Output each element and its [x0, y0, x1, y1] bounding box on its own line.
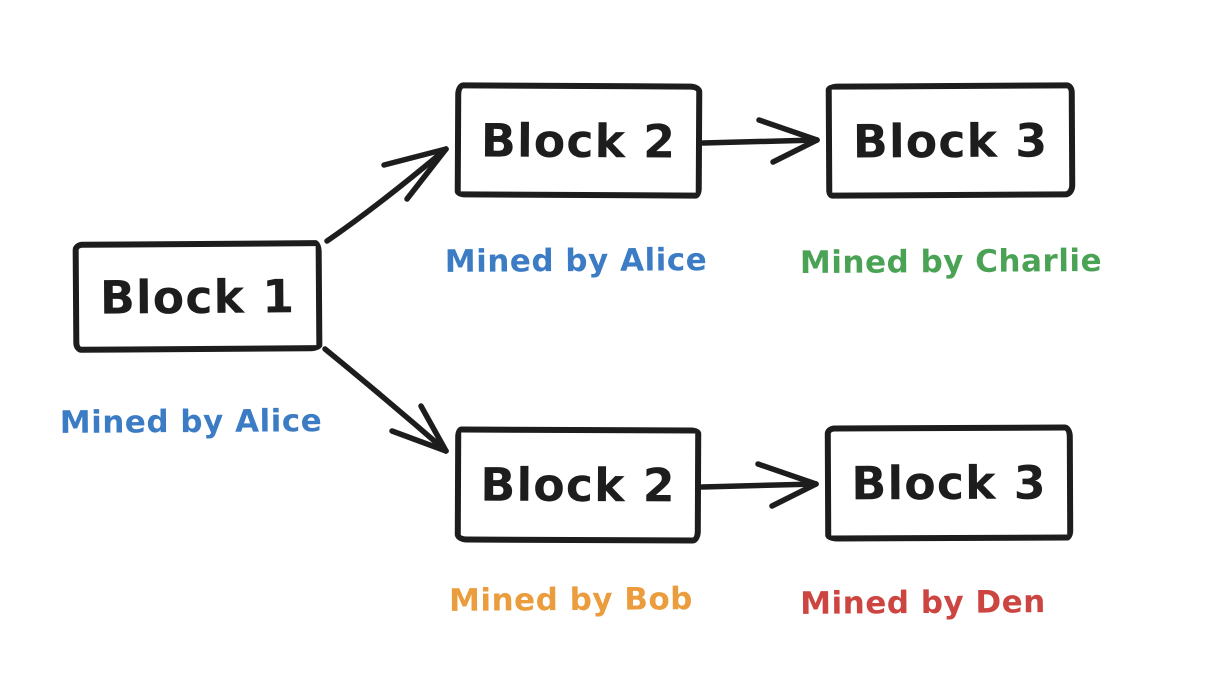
caption-miner-block-3-top: Mined by Charlie — [799, 242, 1103, 282]
node-block-2-top: Block 2 — [454, 82, 703, 199]
caption-miner-block-2-top: Mined by Alice — [444, 242, 708, 280]
node-block-1-label: Block 1 — [99, 268, 296, 325]
arrow-block1-to-block2-top — [324, 146, 449, 244]
node-block-2-bottom-label: Block 2 — [480, 457, 676, 513]
node-block-1: Block 1 — [72, 240, 323, 353]
caption-miner-block-3-bottom: Mined by Den — [800, 584, 1046, 622]
node-block-2-bottom: Block 2 — [454, 426, 702, 544]
caption-miner-block-1: Mined by Alice — [59, 403, 323, 441]
node-block-3-top-label: Block 3 — [852, 112, 1049, 169]
caption-miner-block-2-bottom: Mined by Bob — [448, 581, 694, 619]
arrow-block1-to-block2-bottom — [322, 346, 449, 454]
node-block-3-top: Block 3 — [825, 82, 1076, 199]
arrow-block2-top-to-block3-top — [700, 117, 820, 165]
node-block-2-top-label: Block 2 — [480, 112, 677, 169]
node-block-3-bottom: Block 3 — [824, 424, 1074, 542]
node-block-3-bottom-label: Block 3 — [851, 455, 1047, 511]
arrow-block2-bottom-to-block3-bottom — [699, 461, 819, 509]
